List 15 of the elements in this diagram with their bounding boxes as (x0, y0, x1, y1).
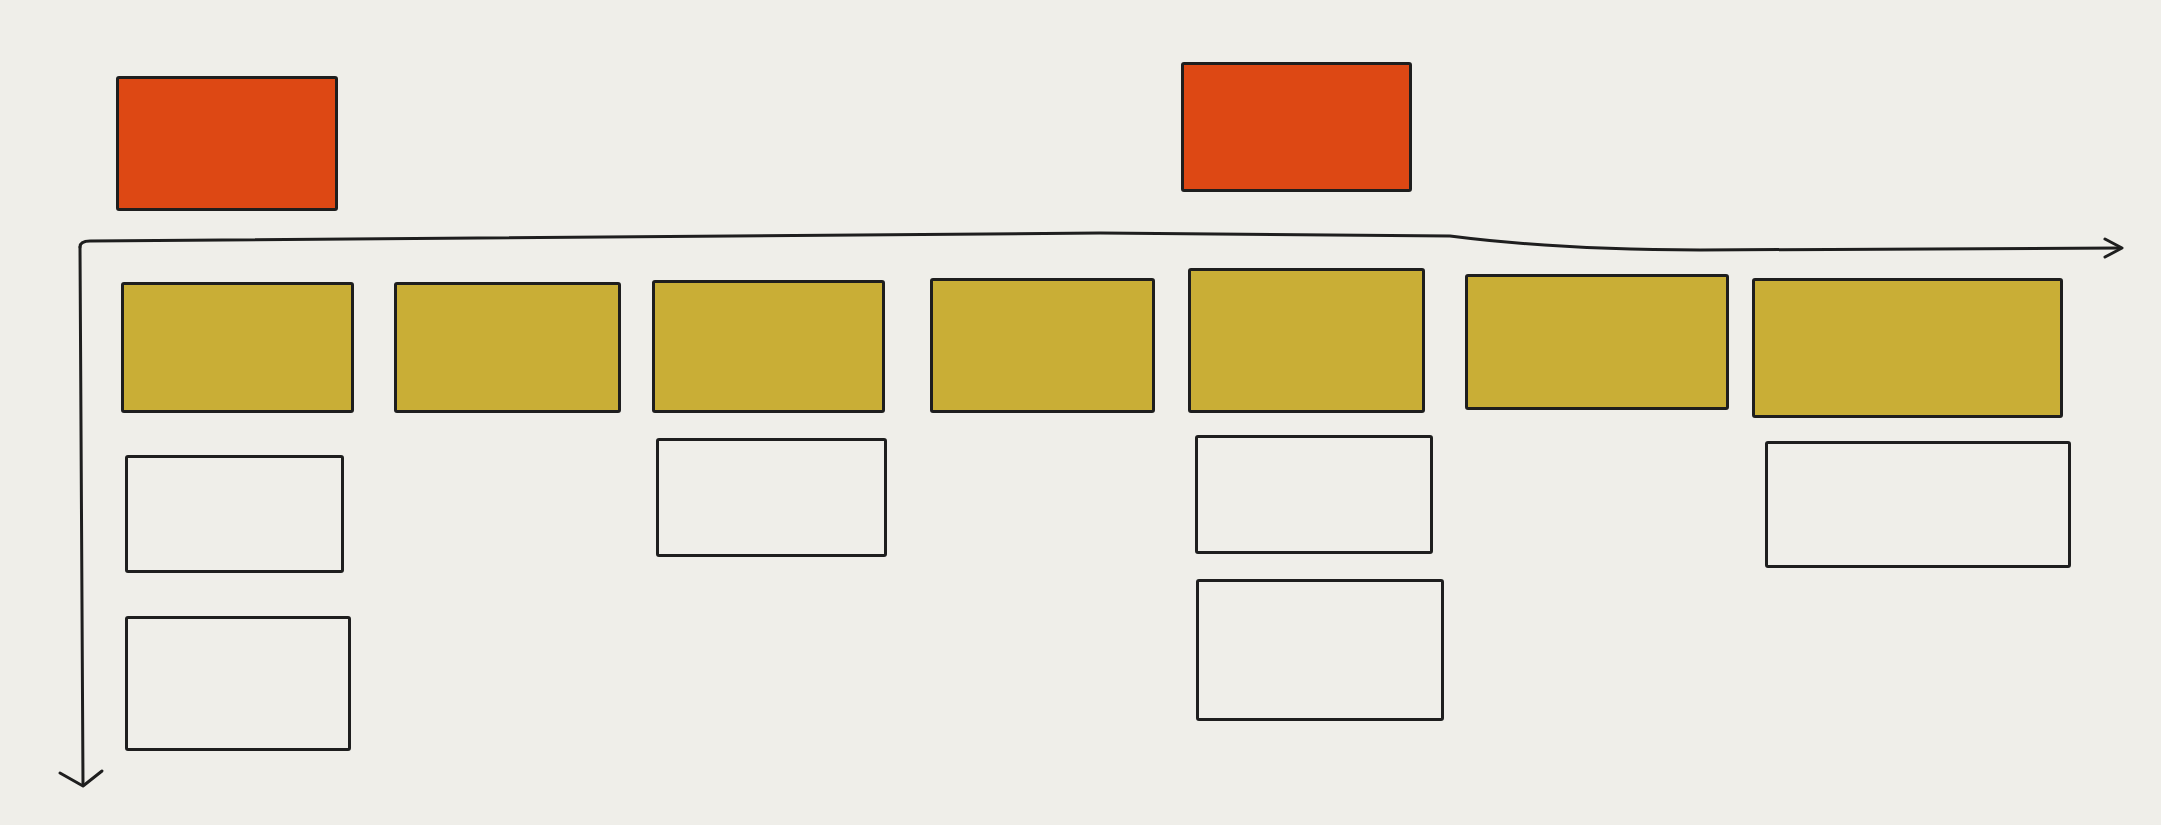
step-card (394, 282, 621, 413)
activity-card (1181, 62, 1412, 192)
step-card (930, 278, 1155, 413)
step-card (1188, 268, 1425, 413)
story-card (1765, 441, 2071, 568)
story-card (1196, 579, 1444, 721)
step-card (1752, 278, 2063, 418)
activity-card (116, 76, 338, 211)
story-card (125, 455, 344, 573)
step-card (652, 280, 885, 413)
story-card (1195, 435, 1433, 554)
step-card (1465, 274, 1729, 410)
story-card (125, 616, 351, 751)
story-card (656, 438, 887, 557)
step-card (121, 282, 354, 413)
